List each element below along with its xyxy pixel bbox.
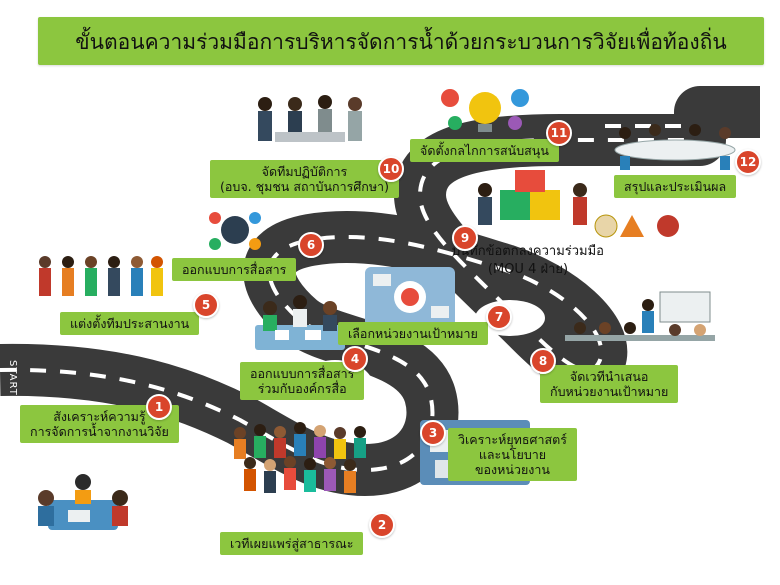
title-bar: ขั้นตอนความร่วมมือการบริหารจัดการน้ำด้วย… xyxy=(38,17,764,65)
step-8-badge: 8 xyxy=(530,348,556,374)
conference-table-icon xyxy=(614,124,736,170)
step-5-label: แต่งตั้งทีมประสานงาน xyxy=(60,312,200,335)
step-12-label: สรุปและประเมินผล xyxy=(614,175,737,198)
meeting-group-icon xyxy=(38,474,128,530)
step-12-badge: 12 xyxy=(735,149,761,175)
step-4-label: ออกแบบการสื่อสาร ร่วมกับองค์กรสื่อ xyxy=(240,362,365,400)
step-8-line-1: จัดเวทีนำเสนอ xyxy=(569,369,649,384)
ideas-gears-icon xyxy=(441,89,529,132)
step-7-label: เลือกหน่วยงานเป้าหมาย xyxy=(338,322,488,345)
step-3-line-2: และนโยบาย xyxy=(478,447,547,462)
step-3-badge: 3 xyxy=(420,420,446,446)
step-5-line-1: แต่งตั้งทีมประสานงาน xyxy=(70,316,190,331)
step-12-line-1: สรุปและประเมินผล xyxy=(624,179,727,194)
step-11-label: จัดตั้งกลไกการสนับสนุน xyxy=(410,139,559,162)
step-3-line-3: ของหน่วยงาน xyxy=(475,462,550,477)
step-5-badge: 5 xyxy=(193,292,219,318)
step-1-line-1: สังเคราะห์ความรู้ xyxy=(53,409,146,424)
step-10-line-2: (อบจ. ชุมชน สถาบันการศึกษา) xyxy=(220,179,389,194)
step-9-line-1: บันทึกข้อตกลงความร่วมมือ xyxy=(452,244,604,259)
step-3-label: วิเคราะห์ยุทธศาสตร์ และนโยบาย ของหน่วยงา… xyxy=(448,428,577,481)
step-10-line-1: จัดทีมปฏิบัติการ xyxy=(261,164,348,179)
step-8-line-2: กับหน่วยงานเป้าหมาย xyxy=(550,384,669,399)
step-6-badge: 6 xyxy=(298,232,324,258)
presentation-icon xyxy=(565,291,715,341)
step-11-badge: 11 xyxy=(546,120,572,146)
step-9-line-2: (MOU 4 ฝ่าย) xyxy=(487,262,569,277)
page-title: ขั้นตอนความร่วมมือการบริหารจัดการน้ำด้วย… xyxy=(75,30,727,54)
step-2-label: เวทีเผยแพร่สู่สาธารณะ xyxy=(220,532,364,555)
step-7-line-1: เลือกหน่วยงานเป้าหมาย xyxy=(348,326,478,341)
step-8-label: จัดเวทีนำเสนอ กับหน่วยงานเป้าหมาย xyxy=(540,365,679,403)
step-10-label: จัดทีมปฏิบัติการ (อบจ. ชุมชน สถาบันการศึ… xyxy=(210,160,399,198)
step-4-badge: 4 xyxy=(342,346,368,372)
team-people-icon xyxy=(39,256,163,296)
step-11-line-1: จัดตั้งกลไกการสนับสนุน xyxy=(420,143,549,158)
target-hands-icon xyxy=(365,267,455,327)
start-label: START xyxy=(7,360,18,396)
press-meeting-icon xyxy=(255,295,345,350)
crowd-icon xyxy=(234,422,366,493)
org-logos-icon xyxy=(594,214,679,238)
media-digital-icon xyxy=(209,212,261,250)
step-1-badge: 1 xyxy=(146,394,172,420)
step-6-line-1: ออกแบบการสื่อสาร xyxy=(182,262,287,277)
step-1-line-2: การจัดการน้ำจากงานวิจัย xyxy=(30,424,169,439)
step-4-line-1: ออกแบบการสื่อสาร xyxy=(250,366,355,381)
step-10-badge: 10 xyxy=(378,156,404,182)
handshake-puzzle-icon xyxy=(478,170,587,225)
step-2-badge: 2 xyxy=(369,512,395,538)
step-2-line-1: เวทีเผยแพร่สู่สาธารณะ xyxy=(230,536,354,551)
step-4-line-2: ร่วมกับองค์กรสื่อ xyxy=(257,381,347,396)
step-3-line-1: วิเคราะห์ยุทธศาสตร์ xyxy=(458,432,567,447)
business-team-icon xyxy=(258,95,362,142)
step-6-label: ออกแบบการสื่อสาร xyxy=(172,258,297,281)
step-9-label: บันทึกข้อตกลงความร่วมมือ (MOU 4 ฝ่าย) xyxy=(452,243,604,279)
step-7-badge: 7 xyxy=(486,304,512,330)
step-9-badge: 9 xyxy=(452,225,478,251)
